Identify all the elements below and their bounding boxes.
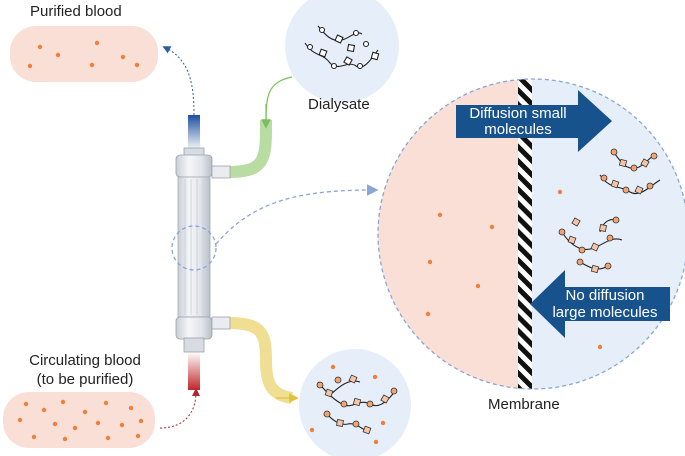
- no-diffusion-label-line2: large molecules: [552, 304, 658, 321]
- no-diffusion-label-line1: No diffusion: [565, 287, 645, 304]
- dialysate-inlet-line: [265, 76, 293, 123]
- circulating-blood-label-line1: Circulating blood: [29, 352, 141, 369]
- membrane-stripe-icon: [518, 79, 532, 389]
- circulating-blood-label-line2: (to be purified): [36, 371, 134, 388]
- inlet-flow-arrow: [159, 388, 200, 429]
- diffusion-arrow: [456, 90, 612, 152]
- outlet-flow-arrow: [162, 46, 195, 116]
- no-diffusion-arrow: [530, 270, 670, 338]
- dialysate-label: Dialysate: [308, 96, 370, 113]
- large-molecule-icon: [599, 148, 661, 195]
- diffusion-label-line1: Diffusion small: [469, 105, 567, 122]
- large-molecule-icon: [558, 216, 623, 274]
- purified-blood-label: Purified blood: [30, 3, 122, 20]
- circulating-blood-container: [3, 392, 155, 448]
- outlet-tube-blue: [188, 115, 200, 151]
- diffusion-label-line2: molecules: [484, 121, 552, 138]
- inlet-tube-red: [188, 352, 200, 390]
- zoom-region: [171, 225, 217, 271]
- tubing: [159, 46, 299, 429]
- dialysate-used-circle: [299, 349, 411, 456]
- dialyzer-icon: [171, 147, 231, 353]
- membrane-label: Membrane: [488, 396, 560, 413]
- molecule-chain-icon: [304, 25, 380, 70]
- small-molecule-dots: [425, 189, 603, 350]
- purified-blood-dots: [27, 40, 140, 69]
- circulating-blood-dots: [17, 399, 144, 442]
- dialysate-outlet-tube: [227, 317, 294, 404]
- purified-blood-container: [10, 26, 158, 82]
- zoom-connector: [215, 184, 379, 245]
- membrane-magnified-view: [377, 78, 685, 390]
- dialysate-inlet-tube: [227, 120, 272, 178]
- dialysate-fresh-circle: [285, 0, 399, 103]
